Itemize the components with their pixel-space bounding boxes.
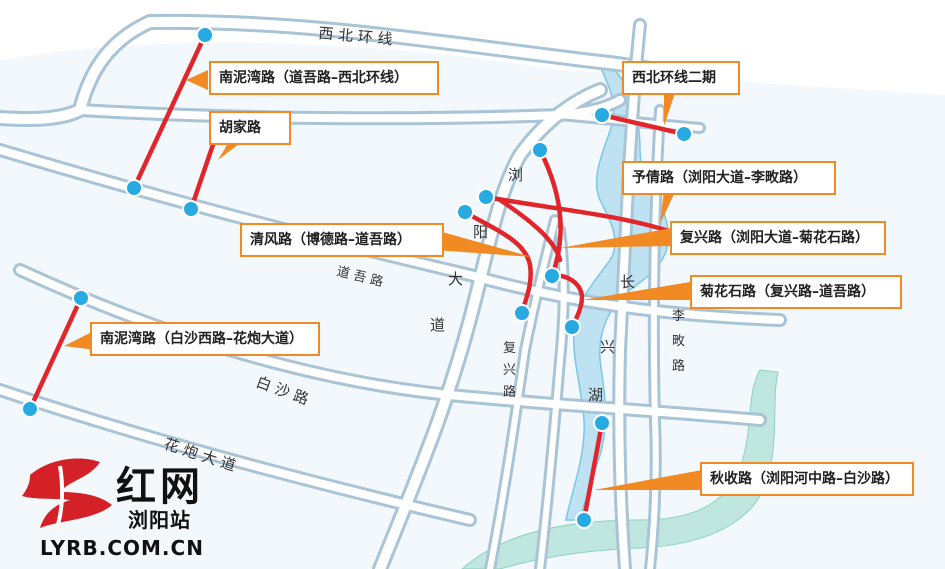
new-road-yuqian-cross [497, 197, 563, 263]
callout-fuxing: 复兴路（浏阳大道–菊花石路） [670, 221, 886, 255]
label-liuyang-dadao-3: 大 [448, 270, 463, 288]
pointer-nanniwan-north [186, 70, 208, 90]
new-road-qiushou [581, 420, 605, 523]
node-hujia-bottom [182, 200, 200, 218]
limin-char-3: 路 [672, 358, 685, 374]
liuyang-dadao-center [375, 85, 605, 569]
new-road-fuxing [537, 147, 563, 279]
label-changxing-2: 兴 [600, 338, 615, 356]
logo-brush-stroke [22, 458, 112, 528]
node-fuxing-bottom [543, 267, 561, 285]
label-changxing-3: 湖 [588, 386, 603, 404]
label-fuxing-road: 复 兴 路 [503, 341, 520, 400]
node-yuqian-west [477, 188, 495, 206]
callout-qiushou: 秋收路（浏阳河中路–白沙路） [700, 462, 914, 496]
label-liuyang-dadao-4: 道 [430, 316, 445, 334]
label-liuyang-dadao-2: 阳 [473, 223, 488, 241]
node-xibei-phase2-west [593, 106, 611, 124]
logo-url: LYRB.COM.CN [40, 536, 204, 560]
new-road-nanniwan-south [27, 295, 84, 412]
pointer-juhuashi [582, 282, 690, 300]
fuxing-char-3: 路 [503, 384, 516, 400]
pointer-yuqian [660, 190, 676, 224]
node-nanniwan-north-top [196, 26, 214, 44]
fuxing-char-2: 兴 [503, 363, 516, 378]
logo-name: 红网 [116, 463, 204, 510]
central-center [537, 227, 567, 569]
pointer-qingfeng [435, 230, 532, 257]
liuyang-river [461, 369, 779, 569]
pointer-nanniwan-south [64, 330, 96, 350]
label-liuyang-dadao-1: 浏 [508, 166, 523, 184]
pointer-xibei-phase2 [664, 90, 676, 126]
north-south-center [615, 21, 644, 569]
node-qingfeng-bottom [513, 304, 531, 322]
pointer-hujia [218, 140, 244, 160]
limin-char-2: 畋 [672, 334, 685, 349]
huapao-center [0, 386, 474, 524]
limin-char-1: 李 [672, 309, 685, 324]
node-qingfeng-west [456, 203, 474, 221]
logo-brush-mark [22, 458, 112, 531]
node-nanniwan-south-bottom [21, 400, 39, 418]
baisha-center [16, 266, 764, 424]
callout-qingfeng: 清风路（博德路–道吾路） [240, 223, 444, 257]
pointer-fuxing [560, 228, 672, 248]
callout-hujia: 胡家路 [209, 111, 291, 145]
node-xibei-phase2-east [675, 125, 693, 143]
new-road-xibei-phase2 [599, 112, 687, 137]
node-fuxing-top [531, 141, 549, 159]
callout-pointers [64, 70, 702, 490]
label-changxing-1: 长 [620, 273, 635, 291]
callout-xibei-phase2: 西北环线二期 [622, 61, 740, 95]
outer-north-center [76, 96, 624, 123]
callout-yuqian: 予倩路（浏阳大道–李畋路） [622, 161, 836, 195]
node-juhuashi-bottom [563, 318, 581, 336]
fuxing-center [487, 217, 558, 569]
callout-nanniwan-north: 南泥湾路（道吾路–西北环线） [209, 61, 439, 95]
new-road-yuqian [483, 194, 675, 235]
node-nanniwan-north-bottom [125, 179, 143, 197]
node-qiushou-top [593, 414, 611, 432]
new-road-nanniwan-north [131, 32, 208, 191]
logo-brush-stroke-2 [54, 465, 65, 531]
new-road-qingfeng [462, 209, 533, 316]
pointer-qiushou [594, 470, 702, 490]
callout-juhuashi: 菊花石路（复兴路–道吾路） [690, 275, 902, 309]
road-nodes [21, 26, 693, 529]
node-qiushou-bottom [575, 511, 593, 529]
callout-nanniwan-south: 南泥湾路（白沙西路–花炮大道） [90, 322, 320, 356]
node-nanniwan-south-top [72, 289, 90, 307]
label-limin-road: 李 畋 路 [672, 309, 689, 374]
logo-station: 浏阳站 [128, 508, 191, 532]
fuxing-char-1: 复 [503, 341, 516, 356]
